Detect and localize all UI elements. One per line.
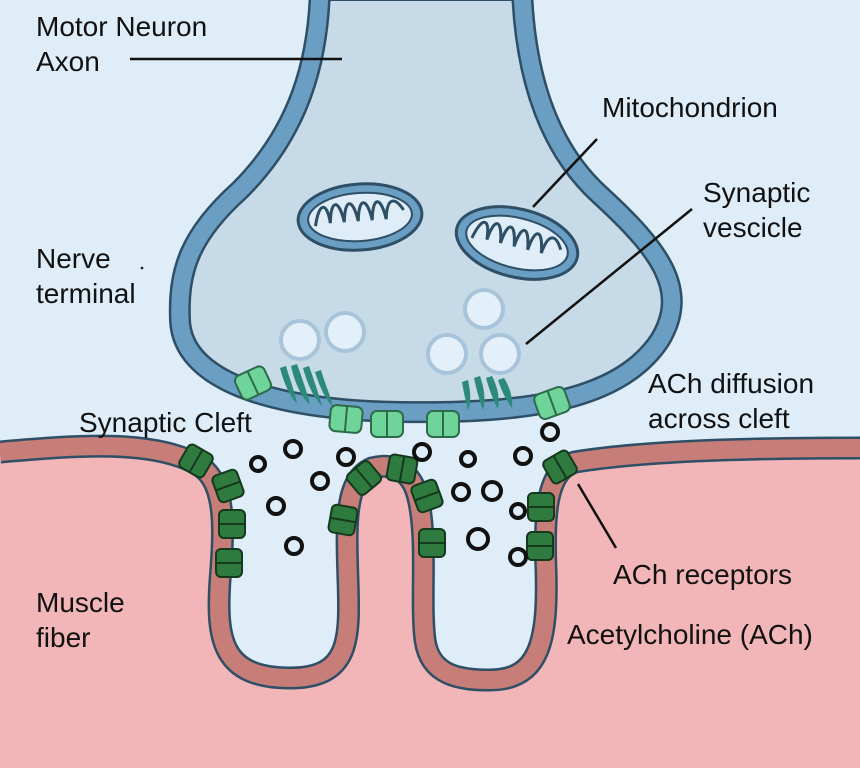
label-muscle-fiber-line1: Muscle (36, 587, 125, 618)
label-ach-diffusion: ACh diffusion across cleft (648, 366, 814, 436)
receptor (215, 548, 243, 578)
label-synaptic-cleft-text: Synaptic Cleft (79, 407, 252, 438)
label-muscle-fiber-line2: fiber (36, 622, 91, 653)
ach-molecule (508, 547, 528, 567)
receptor (542, 449, 578, 485)
label-synaptic-vesicle: Synaptic vescicle (703, 175, 810, 245)
label-mitochondrion-text: Mitochondrion (602, 92, 778, 123)
stray-dot (140, 266, 144, 270)
receptor (345, 460, 383, 496)
ach-molecule (284, 536, 304, 556)
channel (328, 404, 364, 434)
label-motor-neuron-line2: Axon (36, 46, 100, 77)
label-mitochondrion: Mitochondrion (602, 90, 778, 125)
channel (533, 386, 571, 420)
leader-mitochondrion (532, 138, 598, 208)
vesicle (463, 288, 505, 330)
label-motor-neuron-line1: Motor Neuron (36, 11, 208, 42)
vesicle (279, 319, 321, 361)
ach-molecule (336, 447, 356, 467)
label-synaptic-cleft: Synaptic Cleft (79, 405, 252, 440)
vesicle (426, 333, 468, 375)
channel (426, 410, 460, 438)
mitochondrion-right (454, 205, 580, 281)
receptor (218, 509, 246, 539)
receptor (178, 443, 214, 479)
label-synaptic-vesicle-line1: Synaptic (703, 177, 811, 208)
label-ach-receptors: ACh receptors (613, 557, 792, 592)
ach-molecules (249, 422, 560, 567)
label-nerve-terminal-line2: terminal (36, 278, 136, 309)
ach-molecule (249, 455, 267, 473)
ach-molecule (540, 422, 560, 442)
mitochondrion-left (296, 182, 424, 252)
label-ach-diffusion-line1: ACh diffusion (648, 368, 815, 399)
ach-molecule (513, 446, 533, 466)
receptor (211, 468, 245, 504)
vesicle (479, 333, 521, 375)
label-acetylcholine: Acetylcholine (ACh) (567, 617, 813, 652)
receptor (418, 528, 446, 558)
label-ach-diffusion-line2: across cleft (648, 403, 790, 434)
ach-molecule (266, 496, 286, 516)
channel (370, 410, 404, 438)
label-nerve-terminal-line1: Nerve (36, 243, 111, 274)
label-motor-neuron-axon: Motor Neuron Axon (36, 9, 207, 79)
label-synaptic-vesicle-line2: vescicle (703, 212, 803, 243)
synaptic-vesicles (279, 288, 521, 375)
ach-receptors (178, 443, 578, 578)
leader-receptors (576, 483, 618, 549)
ach-molecule (412, 442, 432, 462)
label-nerve-terminal: Nerve terminal (36, 241, 136, 311)
terminal-filaments-left (280, 364, 333, 407)
ach-molecule (481, 480, 503, 502)
ach-molecule (451, 482, 471, 502)
ach-molecule (283, 439, 303, 459)
receptor (410, 478, 444, 514)
receptor (385, 453, 419, 485)
ach-molecule (459, 450, 477, 468)
terminal-filaments-right (462, 376, 513, 410)
channel (233, 365, 273, 401)
receptor (526, 531, 554, 561)
receptor (527, 492, 555, 522)
leader-vesicle (525, 208, 693, 345)
presynaptic-channels (233, 365, 571, 438)
ach-molecule (310, 471, 330, 491)
label-muscle-fiber: Muscle fiber (36, 585, 125, 655)
vesicle (324, 311, 366, 353)
nerve-terminal (168, 0, 683, 424)
label-acetylcholine-text: Acetylcholine (ACh) (567, 619, 813, 650)
ach-molecule (509, 502, 527, 520)
label-ach-receptors-text: ACh receptors (613, 559, 792, 590)
ach-molecule (466, 527, 490, 551)
leader-lines (130, 57, 693, 549)
receptor (327, 503, 359, 537)
